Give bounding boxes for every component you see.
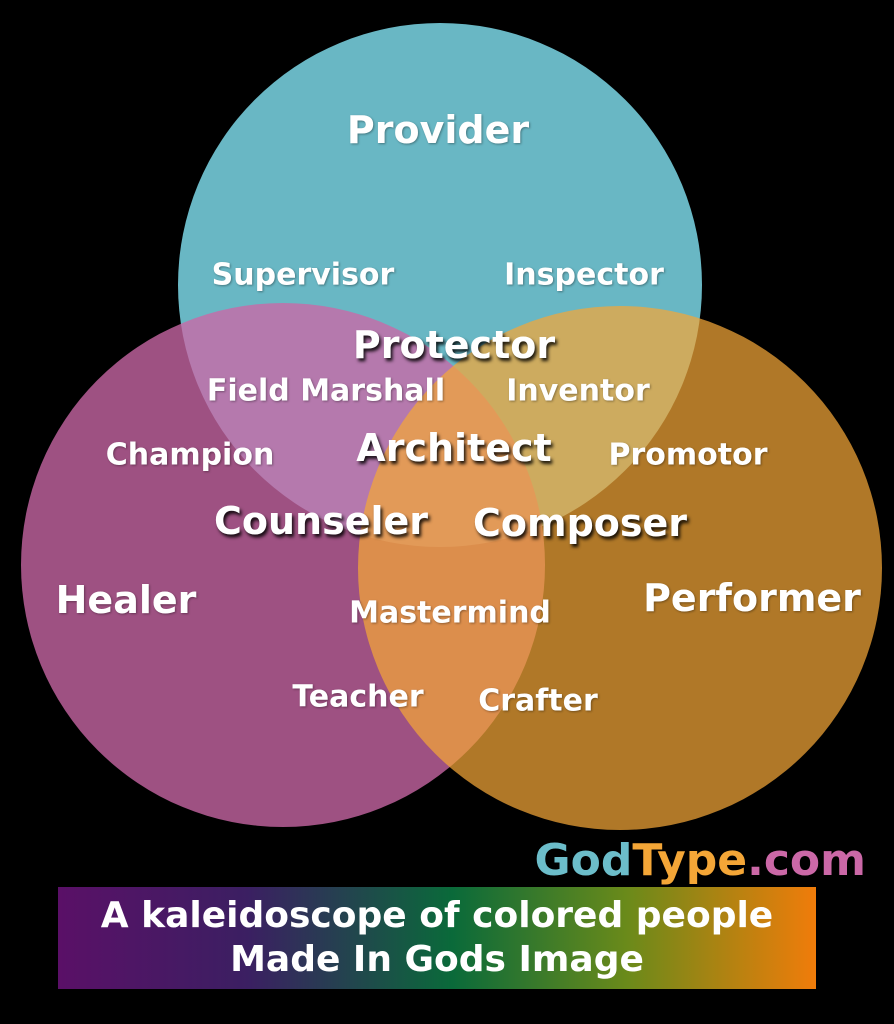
label-inventor: Inventor [506, 373, 650, 409]
label-field-marshall: Field Marshall [206, 373, 446, 409]
brand-type: Type [632, 835, 748, 886]
label-composer: Composer [472, 501, 688, 545]
label-protector: Protector [352, 323, 556, 367]
brand-dotcom: .com [747, 835, 866, 886]
label-healer: Healer [55, 578, 197, 622]
tagline-banner: A kaleidoscope of colored people Made In… [58, 887, 816, 989]
brand-logo: GodType.com [534, 835, 866, 886]
label-performer: Performer [643, 576, 861, 620]
right-circle [358, 306, 882, 830]
label-teacher: Teacher [292, 679, 424, 715]
label-provider: Provider [346, 108, 530, 152]
label-supervisor: Supervisor [211, 257, 395, 293]
label-crafter: Crafter [478, 683, 598, 719]
label-mastermind: Mastermind [349, 595, 551, 631]
label-counseler: Counseler [213, 499, 429, 543]
label-architect: Architect [356, 426, 552, 470]
label-inspector: Inspector [504, 257, 664, 293]
tagline-line-2: Made In Gods Image [230, 939, 644, 980]
label-champion: Champion [105, 437, 275, 473]
tagline-line-1: A kaleidoscope of colored people [100, 895, 774, 936]
brand-god: God [534, 835, 633, 886]
label-promotor: Promotor [608, 437, 768, 473]
venn-diagram [21, 23, 882, 830]
